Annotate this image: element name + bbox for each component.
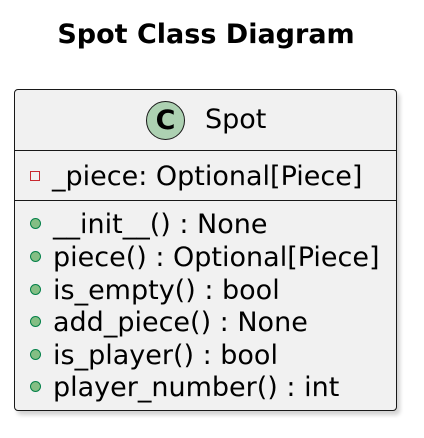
class-name: Spot (205, 104, 267, 135)
method-row: add_piece() : None (29, 307, 308, 339)
class-box-spot[interactable]: C Spot _piece: Optional[Piece] __init__(… (14, 89, 397, 411)
method-text: __init__() : None (53, 209, 268, 240)
method-text: player_number() : int (53, 372, 340, 403)
method-text: is_empty() : bool (53, 275, 280, 306)
public-visibility-icon (30, 284, 41, 295)
class-stereotype-icon: C (146, 101, 185, 140)
method-row: piece() : Optional[Piece] (29, 242, 380, 274)
public-visibility-icon (30, 316, 41, 327)
private-visibility-icon (30, 170, 40, 181)
public-visibility-icon (30, 349, 41, 360)
method-row: is_empty() : bool (29, 275, 280, 307)
method-row: is_player() : bool (29, 340, 278, 372)
method-text: add_piece() : None (53, 307, 308, 338)
header-divider (15, 150, 396, 151)
diagram-title: Spot Class Diagram (57, 19, 355, 50)
method-row: __init__() : None (29, 209, 267, 241)
attribute-text: _piece: Optional[Piece] (52, 161, 363, 192)
class-stereotype-letter: C (155, 105, 176, 136)
attribute-row: _piece: Optional[Piece] (29, 161, 362, 193)
public-visibility-icon (30, 381, 41, 392)
public-visibility-icon (30, 251, 41, 262)
method-text: piece() : Optional[Piece] (53, 242, 380, 273)
public-visibility-icon (30, 218, 41, 229)
method-row: player_number() : int (29, 372, 339, 404)
class-header: C Spot (15, 90, 396, 151)
method-text: is_player() : bool (53, 340, 278, 371)
attributes-divider (15, 200, 396, 201)
